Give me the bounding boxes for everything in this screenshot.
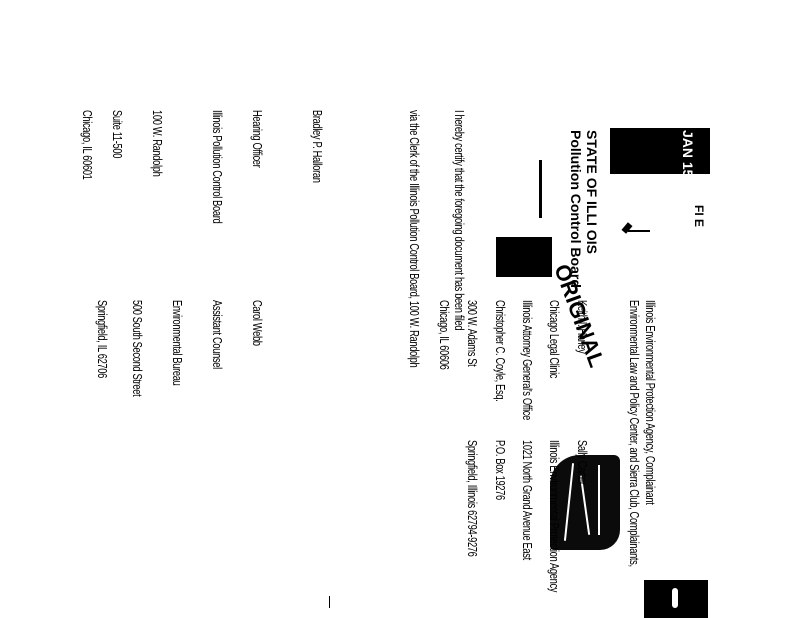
party-line: Springfield, Illinois 62794-9276	[465, 440, 480, 557]
address-line: Illinois Pollution Control Board	[210, 110, 225, 224]
seal-mark	[496, 237, 552, 277]
party-line: Keith I. Harley	[575, 300, 590, 354]
party-line: Illinois Environmental Protection Agency	[547, 440, 562, 593]
margin-tick	[329, 596, 330, 608]
body-line: I hereby certify that the foregoing docu…	[452, 110, 467, 331]
party-line: Illinois Attorney General's Office	[520, 300, 535, 420]
address-line: Assistant Counsel	[210, 300, 225, 369]
address-line: 500 South Second Street	[130, 300, 145, 397]
body-line: via the Clerk of the Illinois Pollution …	[407, 110, 422, 368]
party-line: P.O. Box 19276	[493, 440, 508, 500]
agency-line-1: STATE OF ILLI OIS	[584, 130, 600, 254]
party-line: Christopher C. Coyle, Esq.	[493, 300, 508, 402]
party-line: Sally Carter	[575, 440, 590, 485]
party-line: 300 W. Adams St	[465, 300, 480, 367]
service-line-2: Environmental Law and Policy Center, and…	[627, 300, 642, 567]
scan-mark	[628, 230, 650, 232]
address-line: Chicago, IL 60601	[80, 110, 95, 180]
address-line: Hearing Officer	[250, 110, 265, 168]
stamp-underline	[539, 160, 542, 218]
signature-scan-edge	[644, 580, 708, 618]
rotated-document: FI E JAN 15 2014 STATE OF ILLI OIS Pollu…	[80, 110, 710, 618]
address-line: Environmental Bureau	[170, 300, 185, 386]
scan-mark	[621, 222, 633, 234]
address-line: Springfield, IL 62706	[95, 300, 110, 378]
address-line: Suite 11-500	[110, 110, 125, 159]
service-line-1: Illinois Environmental Protection Agency…	[643, 300, 658, 505]
address-line: 100 W. Randolph	[150, 110, 165, 177]
party-line: 1021 North Grand Avenue East	[520, 440, 535, 560]
party-line: Chicago Legal Clinic	[547, 300, 562, 379]
date-stamp: JAN 15 2014	[680, 130, 696, 213]
address-line: Bradley P. Halloran	[310, 110, 325, 183]
party-line: Chicago, IL 60606	[437, 300, 452, 370]
address-line: Carol Webb	[250, 300, 265, 346]
